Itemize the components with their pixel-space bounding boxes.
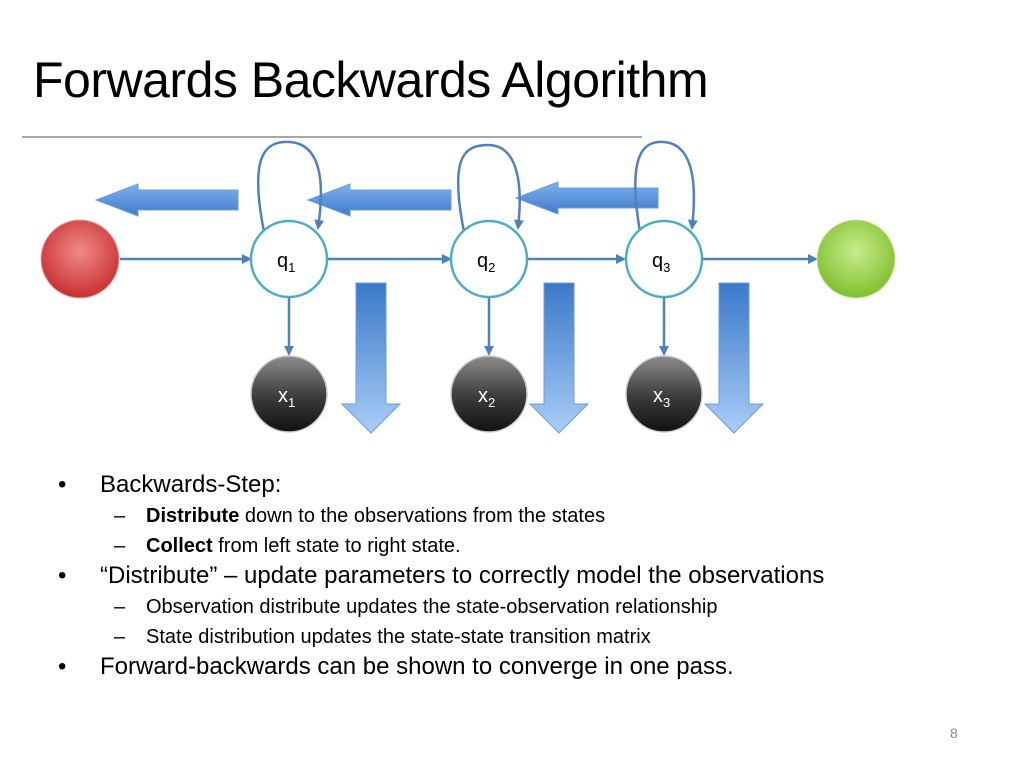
sub-bullet-marker: – (114, 596, 126, 618)
sub-bullet-text: State distribution updates the state-sta… (146, 626, 651, 648)
sub-bullet-bold: Distribute (146, 505, 240, 527)
sub-bullet-item: – Collect from left state to right state… (58, 531, 998, 561)
sub-bullet-marker: – (114, 505, 126, 527)
bullet-item: • Forward-backwards can be shown to conv… (58, 652, 998, 682)
svg-text:x3: x3 (653, 385, 670, 410)
collect-arrow-3 (514, 181, 659, 215)
end-node (816, 219, 896, 299)
sub-bullet-item: – State distribution updates the state-s… (58, 622, 998, 652)
sub-bullet-text: Observation distribute updates the state… (146, 596, 718, 618)
bullet-marker: • (58, 653, 67, 680)
sub-bullet-text: down to the observations from the states (239, 505, 606, 527)
collect-arrow-1 (94, 183, 239, 217)
bullet-list: • Backwards-Step: – Distribute down to t… (58, 470, 998, 683)
svg-text:x1: x1 (278, 385, 295, 410)
sub-bullet-bold: Collect (146, 535, 213, 557)
bullet-marker: • (58, 562, 67, 589)
hmm-diagram: q1 q2 q3 x1 x2 x3 (40, 140, 896, 434)
sub-bullet-text: from left state to right state. (212, 535, 461, 557)
sub-bullet-marker: – (114, 626, 126, 648)
start-node (40, 219, 120, 299)
sub-bullet-item: – Observation distribute updates the sta… (58, 592, 998, 622)
state-node-q2: q2 (449, 219, 529, 299)
svg-text:q2: q2 (477, 250, 495, 275)
collect-arrow-2 (306, 183, 452, 217)
distribute-arrow-3 (703, 282, 765, 434)
svg-text:q1: q1 (277, 250, 295, 275)
self-loop-q1 (256, 140, 325, 233)
title-divider (22, 136, 642, 138)
self-loop-q2 (456, 143, 524, 233)
bullet-marker: • (58, 471, 67, 498)
bullet-text: “Distribute” – update parameters to corr… (100, 562, 825, 589)
sub-bullet-marker: – (114, 535, 126, 557)
observation-node-x3: x3 (625, 355, 703, 433)
svg-text:x2: x2 (478, 385, 495, 410)
distribute-arrow-2 (528, 282, 590, 434)
state-node-q3: q3 (624, 219, 704, 299)
bullet-text: Forward-backwards can be shown to conver… (100, 653, 734, 680)
bullet-text: Backwards-Step: (100, 471, 282, 498)
observation-node-x2: x2 (450, 355, 528, 433)
self-loop-q3 (634, 140, 698, 233)
bullet-item: • Backwards-Step: (58, 470, 998, 500)
page-number: 8 (950, 725, 958, 741)
bullet-item: • “Distribute” – update parameters to co… (58, 561, 998, 591)
observation-node-x1: x1 (250, 355, 328, 433)
state-node-q1: q1 (249, 219, 329, 299)
sub-bullet-item: – Distribute down to the observations fr… (58, 501, 998, 531)
slide-title: Forwards Backwards Algorithm (33, 52, 709, 108)
svg-text:q3: q3 (652, 250, 670, 275)
distribute-arrow-1 (340, 282, 402, 434)
